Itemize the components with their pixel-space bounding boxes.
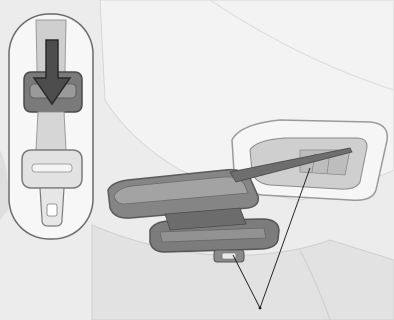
detail-inset [9, 14, 93, 239]
inset-lower-strap [36, 112, 66, 150]
